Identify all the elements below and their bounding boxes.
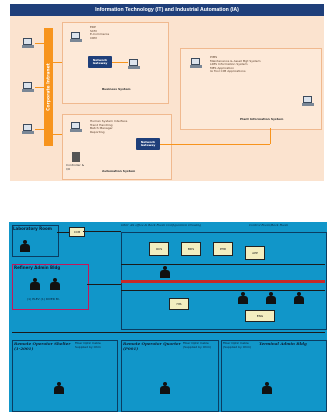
- operator-icon: [53, 382, 65, 394]
- connector: [35, 87, 44, 88]
- server-icon: [302, 96, 314, 106]
- refinery-admin-box: [12, 264, 89, 310]
- plant-item: IA Tool CIM Applications: [210, 69, 246, 74]
- plant-item: MES Application: [210, 65, 235, 70]
- connector: [35, 129, 44, 130]
- operator-icon: [159, 266, 171, 278]
- fiber-note: Fiber Optic Cable (Supplied by Ohm): [183, 341, 212, 349]
- business-item: CRM: [90, 35, 97, 40]
- connector: [87, 284, 121, 285]
- business-items: ERP SCM E-Commerce CRM: [90, 25, 150, 40]
- connector: [53, 134, 62, 135]
- diagram-title: Information Technology (IT) and Industri…: [10, 4, 324, 16]
- network-backbone: [121, 280, 325, 283]
- connector: [53, 62, 62, 63]
- operator-icon: [29, 278, 41, 290]
- automation-items: Human System Interface Trend Handling Ba…: [90, 119, 134, 134]
- refinery-note: (1) ELEV (1) RIVER Bl.: [27, 297, 60, 301]
- diagram-title: Ohm' AS office & Back Room Configuration…: [121, 223, 202, 227]
- plant-item: PIMS: [210, 55, 218, 59]
- business-network-gateway: Network Gateway: [88, 56, 112, 68]
- workstation-icon: [22, 124, 34, 134]
- automation-system-label: Automation System: [102, 169, 136, 173]
- operator-icon: [261, 382, 273, 394]
- equipment-box: PHD: [213, 242, 233, 256]
- operator-icon: [49, 278, 61, 290]
- connector: [121, 290, 325, 291]
- workstation-icon: [22, 82, 34, 92]
- connector: [35, 43, 44, 44]
- equipment-box: APP: [245, 246, 265, 260]
- automation-network-gateway: Network Gateway: [136, 138, 160, 150]
- corporate-intranet-bar: Corporate Intranet: [44, 28, 53, 146]
- equipment-box: HIS: [169, 298, 189, 310]
- controller-label: Controller & I/O: [66, 163, 85, 171]
- it-ia-architecture-diagram: Information Technology (IT) and Industri…: [10, 4, 324, 181]
- connector: [112, 62, 128, 63]
- equipment-box: OCS: [149, 242, 169, 256]
- plant-item: LIMS Information System: [210, 62, 248, 67]
- server-icon: [70, 122, 82, 132]
- workstation-icon: [22, 38, 34, 48]
- remote-quarter-label: Remote Operator Quarter (P001): [123, 341, 181, 351]
- operator-icon: [293, 292, 305, 304]
- connector: [12, 332, 325, 333]
- connector: [160, 144, 270, 145]
- ccb-box: CCB: [69, 227, 85, 237]
- control-room-label: Control Room/Back Room: [249, 223, 289, 227]
- remote-shelter-label: Remote Operator Shelter (1-2001): [14, 341, 71, 351]
- fiber-note: Fiber Optic Cable (Supplied by Ohm): [223, 341, 252, 349]
- intranet-label: Corporate Intranet: [46, 63, 51, 111]
- plant-items: PIMS Maintenance & Asset Mgt System LIMS…: [210, 55, 290, 74]
- business-item: ERP: [90, 25, 96, 29]
- server-icon: [128, 59, 140, 69]
- operator-icon: [265, 292, 277, 304]
- automation-item: Human System Interface: [90, 119, 128, 123]
- fiber-note: Fiber Optic Cable Supplied by Ohm: [75, 341, 101, 349]
- terminal-label: Terminal Admin Bldg: [259, 341, 307, 346]
- laboratory-label: Laboratory Room: [13, 226, 52, 231]
- terminal-admin-box: [221, 340, 327, 412]
- automation-item: Reporting: [90, 129, 105, 134]
- controller-icon: [72, 152, 80, 162]
- operator-icon: [237, 292, 249, 304]
- laboratory-room: [12, 225, 59, 257]
- business-system-label: Business System: [102, 87, 131, 91]
- connector: [57, 232, 69, 233]
- operator-icon: [19, 240, 31, 252]
- refinery-label: Refinery Admin Bldg: [14, 265, 61, 270]
- plant-item: Maintenance & Asset Mgt System: [210, 58, 261, 63]
- operator-icon: [159, 382, 171, 394]
- refinery-network-diagram: Laboratory Room CCB Ohm' AS office & Bac…: [9, 222, 327, 412]
- plant-information-zone: [180, 48, 322, 130]
- automation-item: Batch Manager: [90, 126, 113, 131]
- plant-system-label: Plant Information System: [240, 117, 284, 121]
- business-item: SCM: [90, 28, 97, 33]
- server-icon: [70, 32, 82, 42]
- connector: [270, 128, 271, 144]
- connector: [83, 231, 121, 232]
- equipment-box: BDS: [181, 242, 201, 256]
- server-icon: [190, 58, 202, 68]
- business-item: E-Commerce: [90, 32, 110, 37]
- automation-item: Trend Handling: [90, 122, 113, 127]
- connector: [121, 264, 325, 265]
- equipment-box: ENG: [245, 310, 275, 322]
